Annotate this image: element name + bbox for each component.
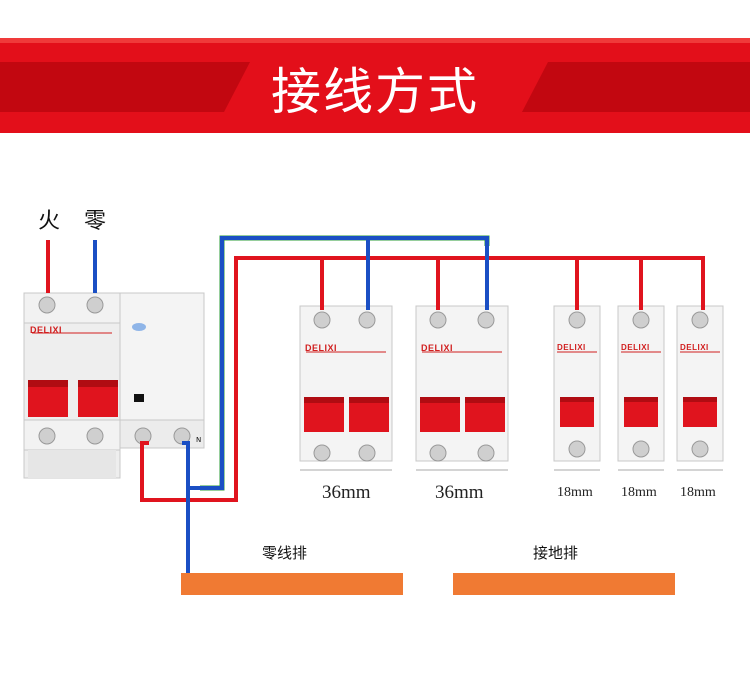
breaker-width-label: 18mm — [680, 485, 716, 500]
breaker-4 — [617, 305, 665, 471]
neutral-wires — [93, 236, 489, 583]
brand-label: DELIXI — [621, 343, 650, 352]
rcd-terminal-label: N — [196, 436, 202, 444]
brand-label: DELIXI — [680, 343, 709, 352]
neutral-busbar-label: 零线排 — [262, 544, 308, 562]
breaker-width-label: 18mm — [621, 485, 657, 500]
brand-label: DELIXI — [421, 343, 454, 353]
breaker-3 — [553, 305, 601, 471]
live-wires — [46, 240, 705, 502]
neutral-label: 零 — [84, 209, 107, 234]
breaker-width-label: 18mm — [557, 485, 593, 500]
brand-label: DELIXI — [30, 325, 63, 335]
ground-busbar-label: 接地排 — [533, 544, 579, 562]
title-banner — [0, 38, 750, 133]
brand-label: DELIXI — [557, 343, 586, 352]
breaker-2 — [415, 305, 509, 471]
live-label: 火 — [38, 209, 61, 234]
neutral-busbar — [181, 573, 403, 595]
breaker-width-label: 36mm — [322, 482, 371, 503]
brand-label: DELIXI — [305, 343, 338, 353]
banner-title: 接线方式 — [271, 63, 479, 121]
rcd-module — [119, 292, 205, 449]
breaker-1 — [299, 305, 393, 471]
breaker-5 — [676, 305, 724, 471]
main-breaker — [23, 292, 121, 479]
breaker-width-label: 36mm — [435, 482, 484, 503]
ground-busbar — [453, 573, 675, 595]
